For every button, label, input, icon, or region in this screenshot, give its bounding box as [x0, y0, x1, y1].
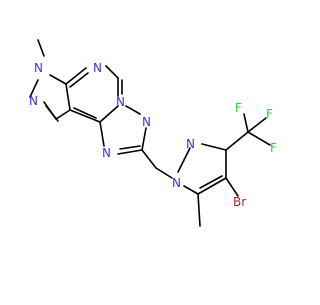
bond — [119, 145, 141, 150]
atom-f-top-left: F — [235, 101, 242, 115]
bond-methyl — [197, 193, 201, 227]
bond — [183, 185, 199, 195]
bond — [69, 72, 89, 88]
bond — [117, 149, 143, 155]
bond — [141, 127, 147, 151]
atom-labels: N N N N N N N N F F F Br — [29, 61, 277, 209]
bond — [105, 65, 119, 79]
bond — [29, 79, 39, 98]
bond-f — [247, 117, 267, 133]
bond-methyl-n — [37, 39, 45, 57]
bond — [49, 74, 67, 85]
bonds — [29, 39, 271, 227]
bond-ch2 — [141, 149, 157, 169]
bond-ch2-n — [155, 167, 173, 179]
bond — [201, 143, 227, 151]
atom-br: Br — [233, 195, 246, 209]
bond — [65, 83, 71, 111]
bond-cf3 — [225, 131, 249, 151]
bond — [73, 107, 97, 119]
bond — [55, 109, 71, 120]
bond — [125, 105, 141, 115]
bond — [65, 67, 87, 85]
atom-f-top-right: F — [266, 107, 273, 121]
atom-n-triazole-bottom: N — [102, 146, 111, 160]
bond — [199, 175, 223, 189]
bond-f — [243, 113, 249, 133]
atom-n-pyrimidine-fused: N — [116, 95, 125, 109]
bond — [197, 177, 227, 195]
bond-br — [225, 177, 239, 197]
bond — [69, 109, 101, 123]
atom-f-right: F — [270, 141, 277, 155]
molecule-diagram: N N N N N N N N F F F Br — [29, 39, 277, 227]
atom-n-pyrazole-left: N — [29, 94, 38, 108]
atom-n-triazole-top: N — [142, 115, 151, 129]
bond — [99, 105, 119, 123]
molecule-svg: N N N N N N N N F F F Br — [29, 39, 277, 227]
atom-n-pyrazole-right-1: N — [186, 137, 195, 151]
bond-f — [247, 131, 271, 146]
atom-n-pyrimidine-top: N — [93, 61, 102, 75]
atom-n-pyrazole-methyl: N — [34, 61, 43, 75]
bond — [99, 121, 105, 147]
bond — [177, 147, 191, 173]
atom-n-pyrazole-right-2: N — [172, 176, 181, 190]
